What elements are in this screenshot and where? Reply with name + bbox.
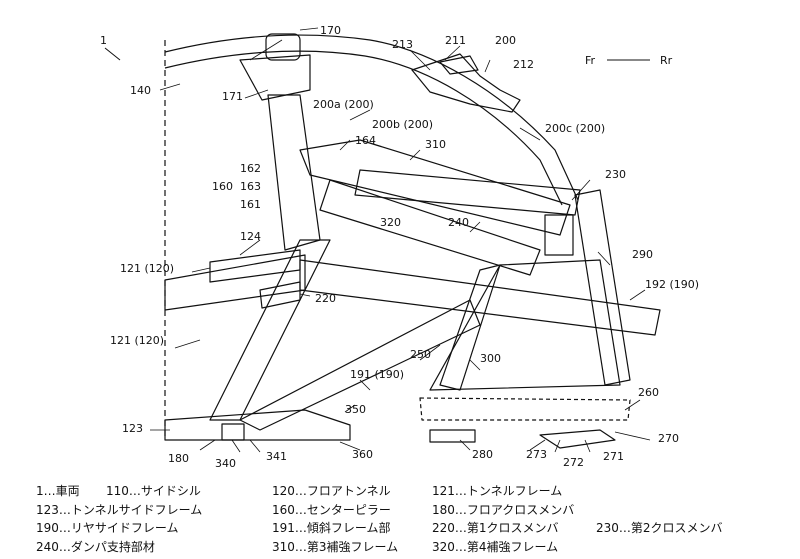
frame-320 (319, 179, 541, 276)
label-161: 161 (240, 198, 261, 211)
legend-item: 230…第2クロスメンバ (596, 521, 723, 535)
label-280: 280 (472, 448, 493, 461)
member-300 (439, 264, 501, 391)
label-211: 211 (445, 34, 466, 47)
label-220: 220 (315, 292, 336, 305)
label-272: 272 (563, 456, 584, 469)
label-124: 124 (240, 230, 261, 243)
label-271: 271 (603, 450, 624, 463)
legend-item: 123…トンネルサイドフレーム (36, 502, 203, 517)
label-350: 350 (345, 403, 366, 416)
legend-item: 121…トンネルフレーム (432, 484, 563, 498)
label-300: 300 (480, 352, 501, 365)
label-162: 162 (240, 162, 261, 175)
label-213: 213 (392, 38, 413, 51)
legend: 1…車両 110…サイドシル 120…フロアトンネル 121…トンネルフレーム … (36, 482, 796, 556)
legend-item: 1…車両 (36, 484, 80, 498)
label-200a: 200a (200) (313, 98, 374, 111)
label-290: 290 (632, 248, 653, 261)
frame-310 (354, 169, 581, 216)
member-290 (574, 189, 631, 386)
legend-item: 320…第4補強フレーム (432, 539, 559, 554)
legend-row: 190…リヤサイドフレーム 191…傾斜フレーム部 220…第1クロスメンバ 2… (36, 519, 796, 538)
label-191: 191 (190) (350, 368, 404, 381)
legend-row: 1…車両 110…サイドシル 120…フロアトンネル 121…トンネルフレーム (36, 482, 796, 501)
label-212: 212 (513, 58, 534, 71)
label-170: 170 (320, 24, 341, 37)
tunnel-frame-121 (164, 254, 306, 311)
legend-item: 120…フロアトンネル (272, 484, 391, 498)
legend-item: 220…第1クロスメンバ (432, 521, 559, 535)
label-230: 230 (605, 168, 626, 181)
pillar-cap-170 (265, 33, 301, 61)
label-240: 240 (448, 216, 469, 229)
label-200: 200 (495, 34, 516, 47)
label-320: 320 (380, 216, 401, 229)
label-260: 260 (638, 386, 659, 399)
label-341: 341 (266, 450, 287, 463)
label-160: 160 (212, 180, 233, 193)
label-121a: 121 (120) (120, 262, 174, 275)
label-340: 340 (215, 457, 236, 470)
legend-row: 123…トンネルサイドフレーム 160…センターピラー 180…フロアクロスメン… (36, 501, 796, 520)
inclined-frame-191 (209, 239, 331, 421)
label-273: 273 (526, 448, 547, 461)
bracket-280 (429, 429, 476, 443)
label-270: 270 (658, 432, 679, 445)
legend-row: 240…ダンパ支持部材 310…第3補強フレーム 320…第4補強フレーム (36, 538, 796, 557)
roof-rail-140 (164, 34, 579, 201)
front-label: Fr (585, 54, 596, 67)
rear-label: Rr (660, 54, 673, 67)
label-164: 164 (355, 134, 376, 147)
legend-item: 240…ダンパ支持部材 (36, 539, 155, 554)
legend-item: 110…サイドシル (106, 484, 201, 498)
label-200c: 200c (200) (545, 122, 605, 135)
label-192: 192 (190) (645, 278, 699, 291)
legend-item: 180…フロアクロスメンバ (432, 502, 575, 517)
legend-item: 160…センターピラー (272, 502, 391, 517)
label-121b: 121 (120) (110, 334, 164, 347)
label-140: 140 (130, 84, 151, 97)
legend-item: 310…第3補強フレーム (272, 539, 399, 554)
legend-item: 191…傾斜フレーム部 (272, 521, 391, 535)
figure-ref: 1 (100, 34, 107, 47)
label-200b: 200b (200) (372, 118, 433, 131)
label-180: 180 (168, 452, 189, 465)
crossmember-230 (544, 214, 574, 256)
side-frame-192 (299, 259, 661, 336)
bracket-200 (411, 53, 521, 113)
center-pillar-160 (267, 94, 321, 251)
label-123: 123 (122, 422, 143, 435)
label-310: 310 (425, 138, 446, 151)
bracket-270 (539, 429, 616, 449)
legend-item: 190…リヤサイドフレーム (36, 521, 179, 535)
patent-diagram: 1 Fr Rr 170 211 200 213 212 140 171 200a… (100, 24, 699, 470)
label-163: 163 (240, 180, 261, 193)
label-250: 250 (410, 348, 431, 361)
label-171: 171 (222, 90, 243, 103)
label-360: 360 (352, 448, 373, 461)
